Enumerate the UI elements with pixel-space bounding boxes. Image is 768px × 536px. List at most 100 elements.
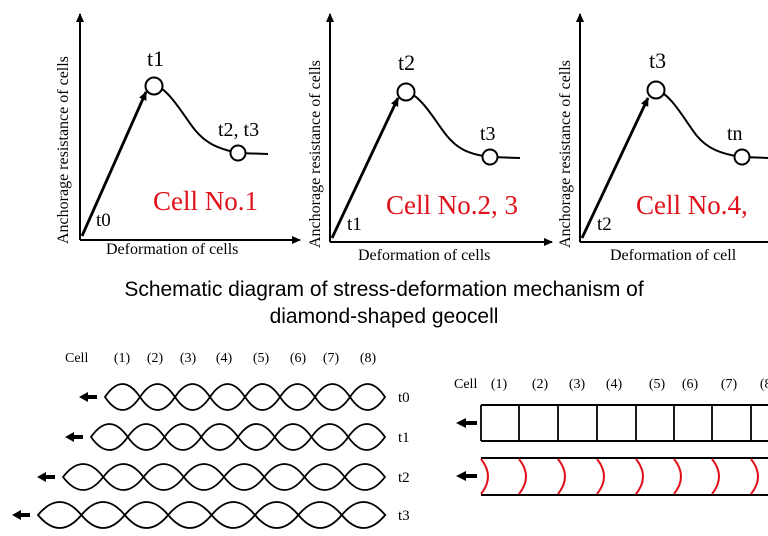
diamond-cell (103, 383, 142, 411)
diamond-cell (163, 423, 203, 451)
diamond-chain-row-t3: t3 (12, 501, 410, 529)
stress-curve (656, 89, 768, 159)
diamond-cell (273, 423, 313, 451)
diamond-cell (343, 463, 387, 491)
pull-arrow-head (456, 418, 466, 428)
start-label: t2 (597, 214, 612, 235)
pull-arrow-head (37, 472, 46, 482)
graph-cell-1: t1 t2, t3 t0 Cell No.1 Deformation of ce… (55, 13, 301, 258)
diamond-cell (303, 463, 346, 491)
cell-number-5: (5) (649, 377, 666, 392)
diamond-cell (89, 423, 129, 451)
diamond-cell (340, 501, 387, 529)
diamond-cell (348, 383, 387, 411)
time-label: t3 (398, 508, 410, 524)
caption-line-2: diamond-shaped geocell (269, 305, 499, 328)
end-marker (229, 144, 247, 162)
diamond-cell (313, 383, 352, 411)
diamond-chain-row-t1: t1 (65, 423, 410, 451)
diamond-cell (61, 463, 105, 491)
deformed-cell-wall (557, 458, 566, 495)
diamond-cell (263, 463, 306, 491)
peak-marker (144, 76, 164, 96)
diamond-cell (310, 423, 350, 451)
end-marker (481, 148, 499, 166)
cell-number-1: (1) (491, 377, 508, 392)
pull-arrow-head (12, 510, 21, 520)
deformed-cell-wall (480, 458, 489, 495)
diamond-cell (278, 383, 317, 411)
stress-curve (154, 84, 269, 155)
loading-arrow (580, 97, 650, 239)
diamond-cell (126, 423, 166, 451)
diamond-cell (142, 463, 185, 491)
end-label: t3 (480, 123, 496, 145)
cell-number-3: (3) (180, 351, 197, 366)
cell-number-6: (6) (682, 377, 699, 392)
pull-arrow-head (456, 471, 466, 481)
peak-label: t2 (398, 50, 415, 75)
diamond-cell (297, 501, 343, 529)
cell-number-2: (2) (532, 377, 549, 392)
cell-number-4: (4) (216, 351, 233, 366)
x-axis-label: Deformation of cell (610, 247, 737, 264)
start-label: t1 (347, 214, 362, 235)
x-axis-label: Deformation of cells (358, 247, 490, 264)
diamond-cell (200, 423, 240, 451)
cell-number-2: (2) (147, 351, 164, 366)
deformed-cell-wall (635, 458, 644, 495)
x-axis-label: Deformation of cells (106, 241, 238, 258)
graph-cell-4: t3 tn t2 Cell No.4, Deformation of cell … (557, 13, 768, 264)
deformed-cell-wall (711, 458, 720, 495)
cell-label: Cell No.1 (153, 186, 258, 216)
diamond-cell (347, 423, 387, 451)
diamond-cell (253, 501, 300, 529)
y-axis-label: Anchorage resistance of cells (307, 60, 324, 248)
loading-arrow (80, 91, 148, 237)
diamond-cell (208, 383, 247, 411)
loading-arrow (330, 97, 400, 239)
end-label: t2, t3 (218, 119, 259, 141)
diamond-cell (173, 383, 212, 411)
deformed-cell-wall (596, 458, 605, 495)
y-axis-label: Anchorage resistance of cells (55, 56, 72, 244)
peak-marker (396, 82, 416, 102)
cell-number-1: (1) (114, 351, 131, 366)
deformed-cell-wall (518, 458, 527, 495)
diamond-cell (243, 383, 282, 411)
peak-marker (646, 80, 666, 100)
deformed-cell-wall (750, 458, 759, 495)
cell-number-8: (8) (760, 377, 768, 392)
diamond-cell (138, 383, 177, 411)
diamond-cell (236, 423, 276, 451)
diamond-cell (210, 501, 257, 529)
geocell-strip-deformed (480, 457, 768, 496)
geocell-strip-undeformed (480, 404, 768, 442)
cell-number-6: (6) (290, 351, 307, 366)
diamond-chain-row-t0: t0 (79, 383, 410, 411)
end-label: tn (727, 123, 743, 145)
end-marker (733, 148, 751, 166)
cell-number-4: (4) (606, 377, 623, 392)
pull-arrow-head (79, 392, 88, 402)
figure-caption: Schematic diagram of stress-deformation … (0, 276, 768, 330)
peak-label: t1 (147, 46, 164, 71)
cell-number-8: (8) (360, 351, 377, 366)
diamond-cell (222, 463, 266, 491)
pull-arrow-head (65, 432, 74, 442)
diamond-cell (102, 463, 145, 491)
stress-curve (406, 91, 521, 159)
diamond-cell (167, 501, 213, 529)
caption-line-1: Schematic diagram of stress-deformation … (124, 278, 644, 301)
diamond-cell (36, 501, 83, 529)
diamond-cell (80, 501, 126, 529)
deformed-cell-wall (673, 458, 682, 495)
peak-label: t3 (649, 48, 666, 73)
time-label: t1 (398, 430, 410, 446)
cell-header-label: Cell (65, 351, 88, 366)
geocell-strip-panel: Cell (1)(2)(3)(4)(5)(6)(7)(8) (454, 377, 768, 496)
time-label: t0 (398, 390, 410, 406)
time-label: t2 (398, 470, 410, 486)
